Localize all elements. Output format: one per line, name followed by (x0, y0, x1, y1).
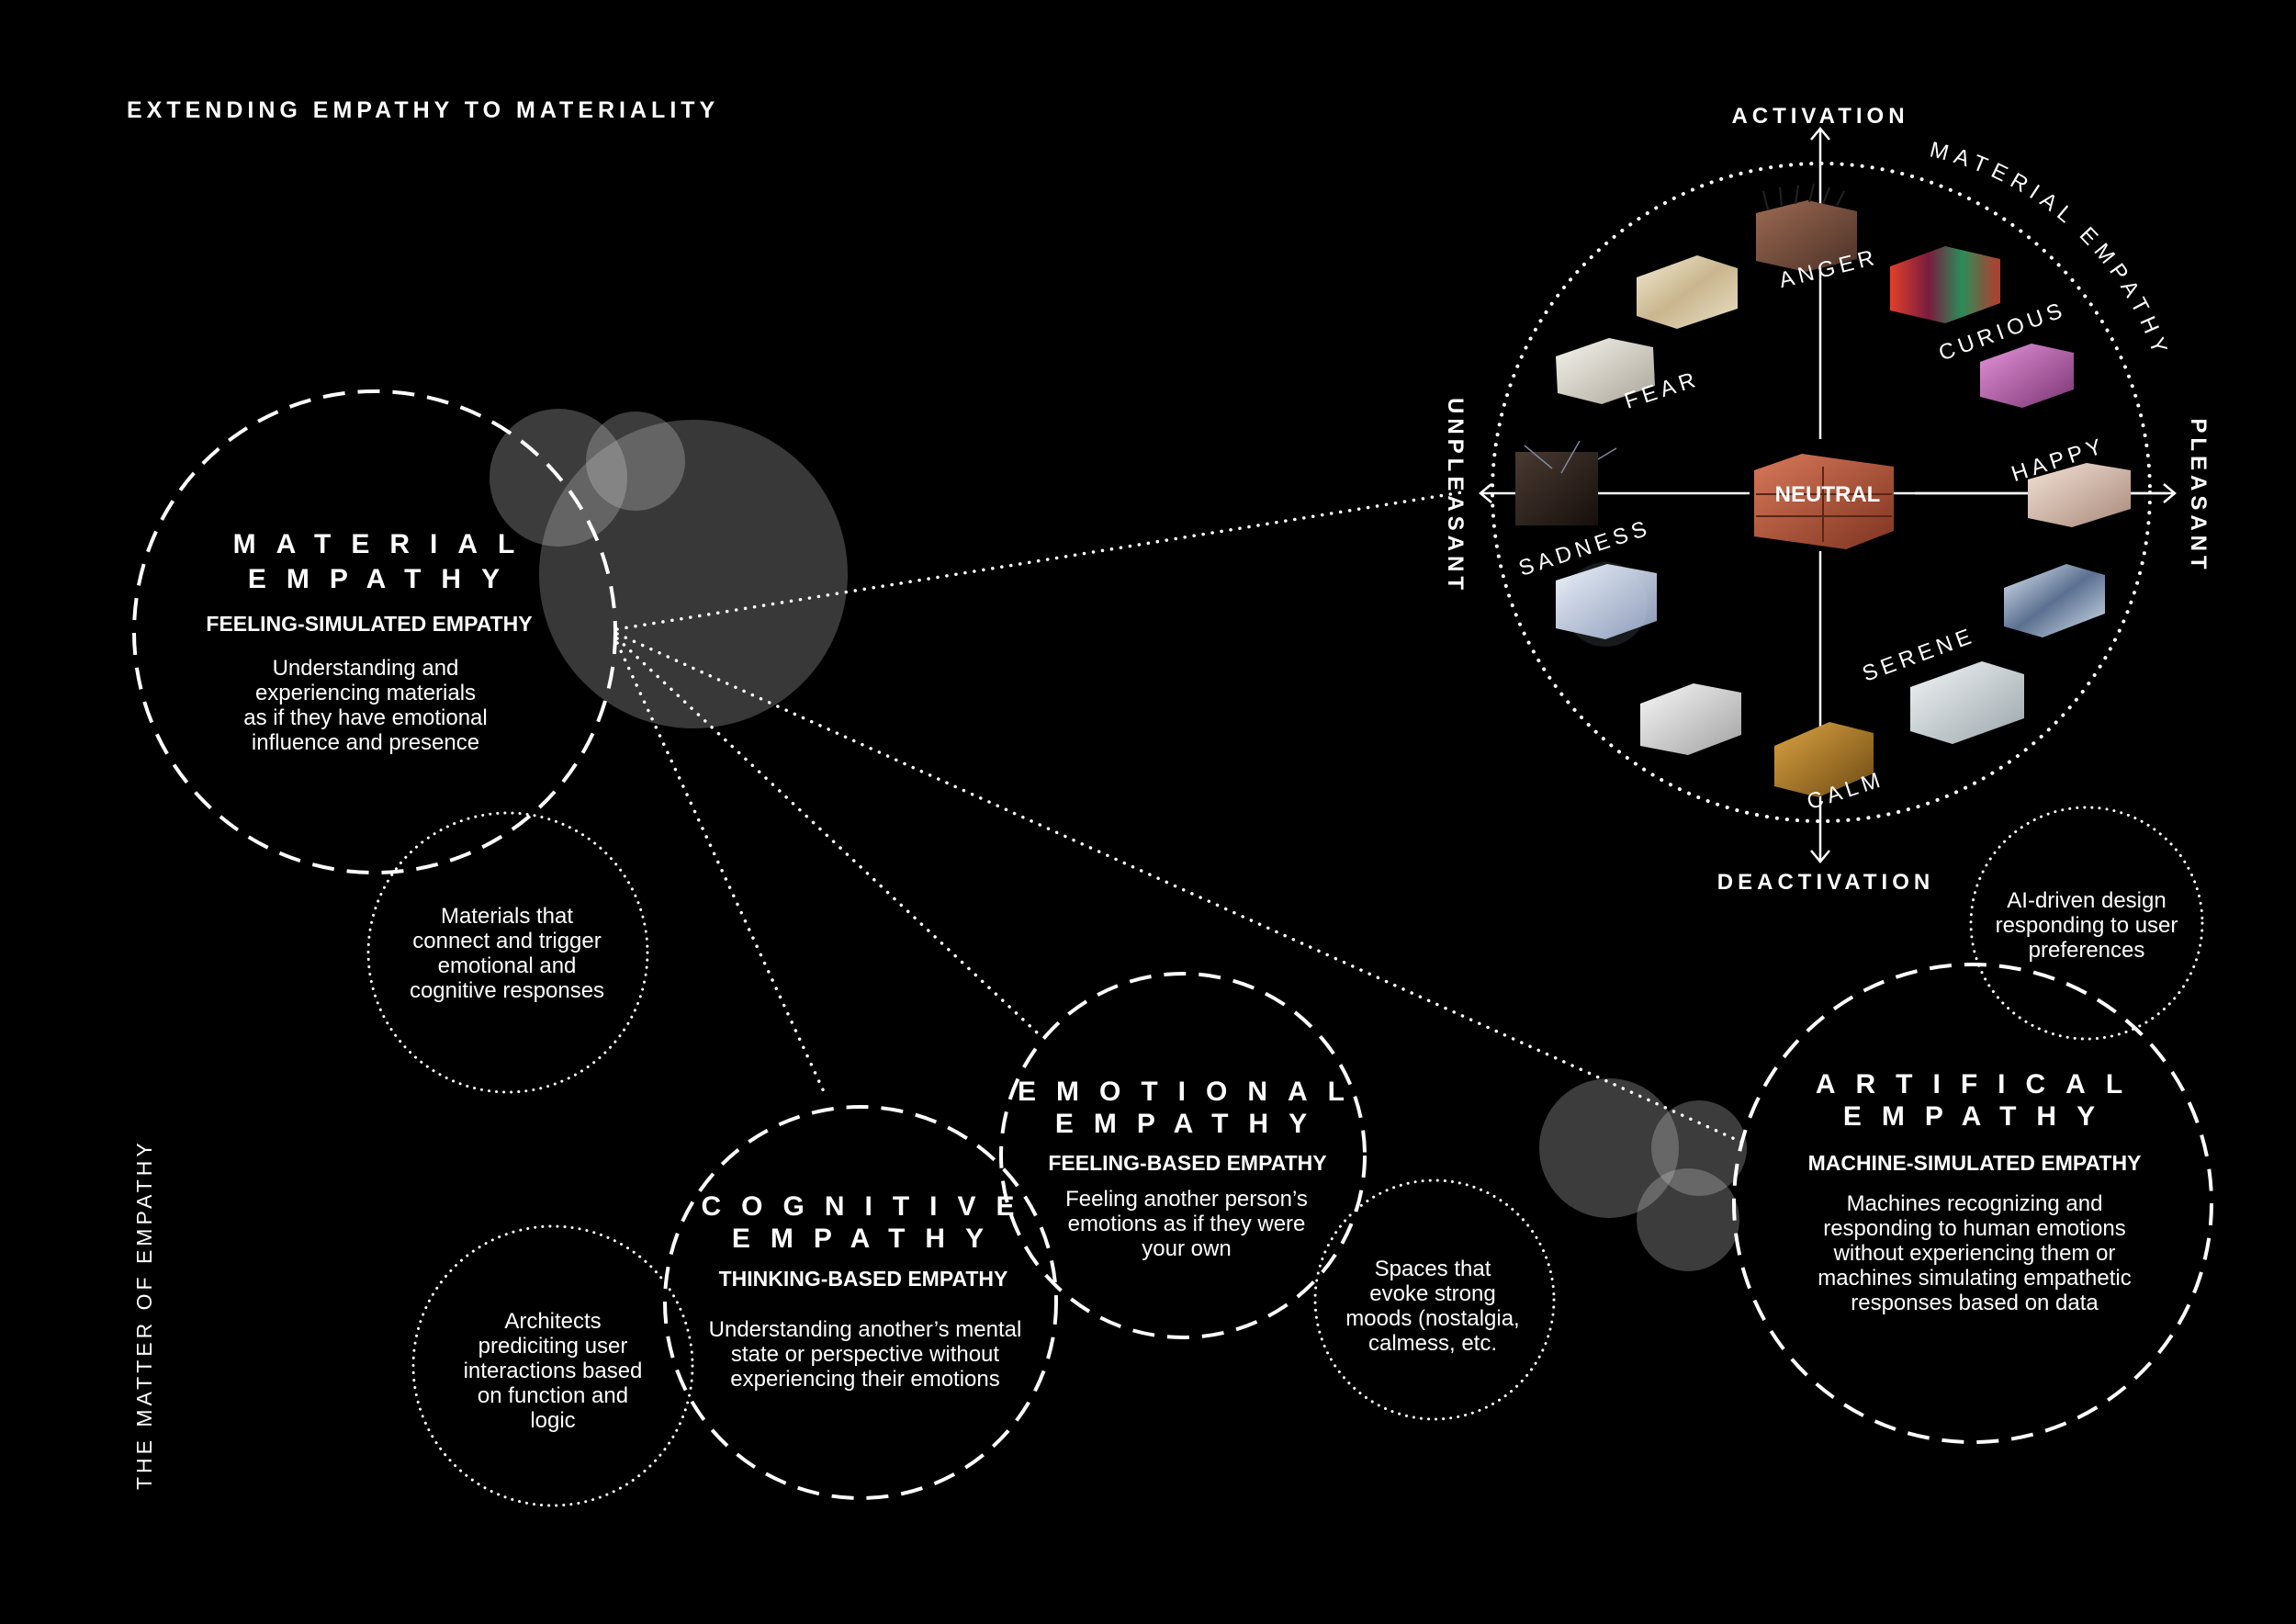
artificial-subtitle: MACHINE-SIMULATED EMPATHY (1808, 1151, 2142, 1175)
material-brick-stack (1754, 454, 1894, 549)
cognitive-note-3: interactions based (464, 1359, 643, 1383)
axis-top-label: ACTIVATION (1731, 104, 1908, 129)
material-note-circle (366, 811, 649, 1094)
artificial-note-circle (1969, 806, 2204, 1041)
side-label: THE MATTER OF EMPATHY (132, 1139, 156, 1490)
emotional-desc-2: emotions as if they were (1068, 1212, 1306, 1236)
artificial-note-1: AI-driven design (2007, 888, 2166, 913)
material-iridescent-block (1890, 246, 2000, 323)
material-rough-white (1640, 683, 1741, 755)
wheel-center-label: NEUTRAL (1775, 482, 1881, 507)
artificial-empathy-circle (1732, 963, 2213, 1444)
emotional-note-3: moods (nostalgia, (1345, 1306, 1519, 1331)
cognitive-note-2: prediciting user (478, 1334, 628, 1359)
material-note-2: connect and trigger (412, 929, 601, 953)
axis-left-label: UNPLEASANT (1443, 398, 1468, 594)
page-title: EXTENDING EMPATHY TO MATERIALITY (127, 97, 719, 123)
emotional-title-1: EMOTIONAL (1018, 1077, 1365, 1107)
material-title-2: EMPATHY (248, 564, 520, 594)
material-desc-3: as if they have emotional (243, 705, 488, 730)
material-pink-crystal (1980, 344, 2074, 408)
material-title-1: MATERIAL (233, 529, 535, 559)
material-note-3: emotional and (438, 953, 577, 978)
arrow-down-icon (1810, 850, 1830, 863)
material-metallic-foil (2004, 564, 2105, 637)
material-desc-2: experiencing materials (255, 681, 476, 705)
material-spiked-brick (1756, 183, 1857, 272)
material-note-4: cognitive responses (410, 978, 604, 1003)
artificial-note-2: responding to user (1996, 913, 2178, 938)
material-wood-block (1774, 722, 1874, 797)
emotional-note-circle (1313, 1179, 1556, 1421)
artificial-title-2: EMPATHY (1843, 1101, 2115, 1132)
material-cracked-block (1515, 440, 1617, 525)
cognitive-desc-2: state or perspective without (731, 1342, 999, 1367)
material-marble-block (1637, 255, 1738, 329)
cognitive-empathy-circle (663, 1105, 1058, 1500)
material-subtitle: FEELING-SIMULATED EMPATHY (206, 612, 532, 636)
material-ice-block (1556, 562, 1657, 647)
cognitive-desc-3: experiencing their emotions (730, 1367, 1000, 1392)
material-empathy-group: MATERIAL EMPATHY FEELING-SIMULATED EMPAT… (132, 389, 649, 1094)
cognitive-note-1: Architects (504, 1309, 601, 1334)
artificial-note-3: preferences (2029, 938, 2145, 963)
axis-arrowheads (1479, 127, 2177, 863)
artificial-desc-2: responding to human emotions (1823, 1216, 2126, 1241)
material-white-stone (1556, 338, 1655, 404)
bubble-cluster-left (490, 409, 848, 728)
emotional-empathy-circle (999, 972, 1367, 1339)
cognitive-note-circle (411, 1224, 694, 1507)
wheel-ring-label: MATERIAL EMPATHY (1928, 137, 2174, 362)
cognitive-note-5: logic (530, 1408, 575, 1433)
material-desc-4: influence and presence (252, 730, 479, 755)
emotional-empathy-group: EMOTIONAL EMPATHY FEELING-BASED EMPATHY … (999, 972, 1556, 1421)
artificial-desc-5: responses based on data (1851, 1291, 2099, 1315)
cognitive-note-4: on function and (478, 1383, 628, 1408)
emotional-subtitle: FEELING-BASED EMPATHY (1048, 1151, 1326, 1175)
arrow-up-icon (1810, 127, 1830, 141)
emotional-title-2: EMPATHY (1055, 1109, 1327, 1139)
axis-right-label: PLEASANT (2186, 418, 2211, 573)
bubble-cluster-right (1539, 1078, 1747, 1271)
artificial-desc-4: machines simulating empathetic (1818, 1266, 2132, 1291)
material-clear-glass (1910, 661, 2024, 744)
material-empathy-circle (132, 389, 617, 874)
emotional-note-1: Spaces that (1375, 1257, 1491, 1281)
cognitive-title-2: EMPATHY (732, 1224, 1004, 1254)
connector-lines (615, 490, 1747, 1145)
artificial-empathy-group: ARTIFICAL EMPATHY MACHINE-SIMULATED EMPA… (1732, 806, 2213, 1444)
material-note-1: Materials that (441, 904, 573, 929)
material-empathy-wheel: MATERIAL EMPATHY ACTIVATION DEACTIVATION… (1443, 104, 2211, 895)
cognitive-title-1: COGNITIVE (701, 1191, 1034, 1222)
cognitive-desc-1: Understanding another’s mental (709, 1317, 1022, 1342)
cognitive-empathy-group: COGNITIVE EMPATHY THINKING-BASED EMPATHY… (411, 1105, 1058, 1507)
artificial-desc-3: without experiencing them or (1833, 1241, 2116, 1266)
arrow-right-icon (2163, 483, 2177, 503)
artificial-title-1: ARTIFICAL (1816, 1069, 2143, 1100)
emotional-note-2: evoke strong (1369, 1281, 1495, 1306)
cognitive-subtitle: THINKING-BASED EMPATHY (719, 1267, 1008, 1291)
emotional-note-4: calmess, etc. (1368, 1331, 1497, 1356)
material-desc-1: Understanding and (273, 656, 459, 681)
axis-bottom-label: DEACTIVATION (1717, 870, 1934, 895)
emotional-desc-1: Feeling another person’s (1065, 1187, 1308, 1212)
artificial-desc-1: Machines recognizing and (1847, 1191, 2103, 1216)
emotional-desc-3: your own (1142, 1236, 1231, 1261)
arrow-left-icon (1479, 483, 1492, 503)
material-pink-stone (2028, 463, 2131, 527)
